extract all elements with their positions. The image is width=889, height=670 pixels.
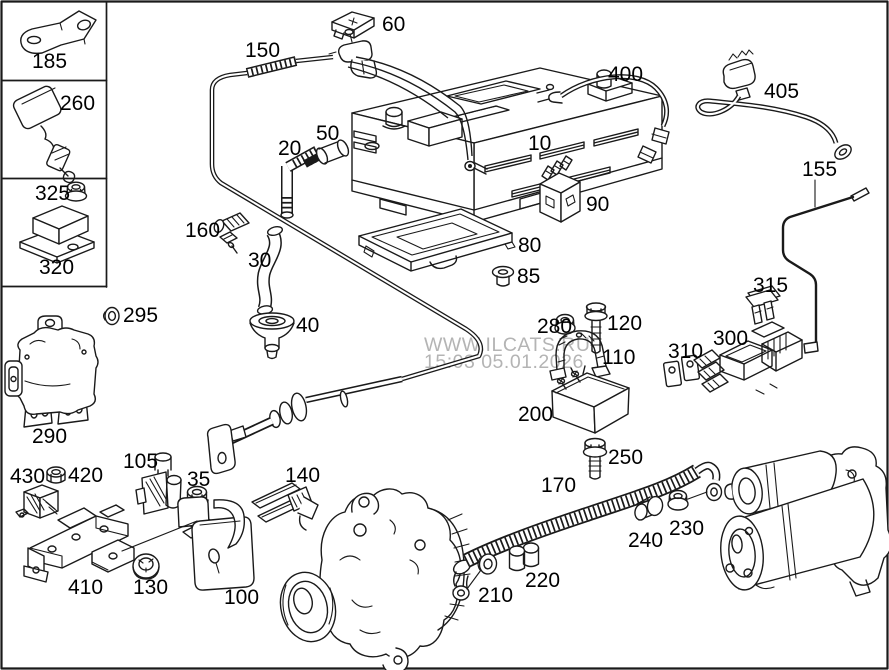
part-label-100: 100: [224, 586, 259, 609]
part-185-bracket: [20, 10, 97, 55]
part-260-sensor: [12, 85, 76, 184]
part-290-actuator: [4, 315, 99, 428]
part-label-310: 310: [668, 340, 703, 363]
part-label-220: 220: [525, 569, 560, 592]
part-label-20: 20: [278, 137, 301, 160]
part-label-120: 120: [607, 312, 642, 335]
part-80-tray: [358, 208, 516, 272]
part-label-185: 185: [32, 50, 67, 73]
part-325-nut: [64, 181, 88, 202]
part-label-400: 400: [608, 63, 643, 86]
part-140-connector: [251, 482, 319, 531]
part-420-nut: [46, 466, 66, 484]
part-label-105: 105: [123, 450, 158, 473]
part-label-430: 430: [10, 465, 45, 488]
part-90-relay: [539, 155, 581, 223]
part-240-bushing: [634, 495, 664, 521]
part-label-160: 160: [185, 219, 220, 242]
part-410-bracket: [23, 504, 135, 583]
part-label-280: 280: [537, 315, 572, 338]
part-label-200: 200: [518, 403, 553, 426]
part-label-60: 60: [382, 13, 405, 36]
part-label-30: 30: [248, 249, 271, 272]
part-label-320: 320: [39, 256, 74, 279]
part-130-nut: [121, 520, 198, 580]
part-label-240: 240: [628, 529, 663, 552]
part-20-elbow: [280, 146, 320, 219]
part-230-nut: [667, 489, 689, 511]
part-label-420: 420: [68, 464, 103, 487]
part-label-295: 295: [123, 304, 158, 327]
part-250-bolt: [582, 437, 608, 480]
watermark-line1: WWW.ILCATS.RU: [424, 334, 590, 356]
part-40-grommet: [249, 312, 295, 360]
part-120-bolt: [584, 302, 608, 354]
part-label-315: 315: [753, 274, 788, 297]
part-label-405: 405: [764, 80, 799, 103]
alternator-drawing: [279, 488, 471, 670]
part-10-battery: [351, 67, 663, 223]
part-label-155: 155: [802, 158, 837, 181]
part-105-sensor: [135, 452, 182, 515]
part-label-35: 35: [187, 468, 210, 491]
part-315-fuse: [745, 285, 781, 325]
part-60-cover: [331, 11, 375, 40]
watermark-line2: 15:03 05.01.2026: [424, 351, 584, 373]
part-label-80: 80: [518, 234, 541, 257]
part-150-battery-cable: [206, 28, 488, 475]
part-300-fuse-holder: [693, 321, 803, 395]
part-85-grommet: [491, 265, 515, 287]
part-label-110: 110: [602, 346, 635, 369]
part-430-block: [15, 484, 59, 519]
part-label-170: 170: [541, 474, 576, 497]
part-50-connector: [303, 139, 350, 168]
part-label-210: 210: [478, 584, 513, 607]
part-label-260: 260: [60, 92, 95, 115]
part-320-bracket: [19, 205, 95, 264]
part-170-strap: [452, 461, 723, 601]
part-label-50: 50: [316, 122, 339, 145]
part-200-box: [551, 370, 630, 434]
part-405-cable: [695, 49, 852, 160]
part-30-hose: [256, 225, 284, 315]
part-label-410: 410: [68, 576, 103, 599]
part-label-140: 140: [285, 464, 320, 487]
part-labels: 185 260 325 320 150 60 20 50 10 400 405 …: [10, 13, 837, 609]
part-label-130: 130: [133, 576, 168, 599]
part-label-150: 150: [245, 39, 280, 62]
part-295-nut: [102, 306, 120, 326]
part-label-325: 325: [35, 182, 70, 205]
part-label-290: 290: [32, 425, 67, 448]
part-label-300: 300: [713, 327, 748, 350]
part-280-nut: [554, 313, 576, 335]
part-155-wire: [781, 179, 870, 354]
part-label-230: 230: [669, 517, 704, 540]
part-160-clip: [213, 212, 250, 254]
part-label-90: 90: [586, 193, 609, 216]
inset-boxes: [1, 1, 108, 288]
part-label-40: 40: [296, 314, 319, 337]
watermark: WWW.ILCATS.RU 15:03 05.01.2026: [424, 334, 590, 373]
part-220-bushing: [508, 542, 540, 572]
part-label-250: 250: [608, 446, 643, 469]
part-label-85: 85: [517, 265, 540, 288]
starter-drawing: [720, 446, 889, 597]
part-400-cable: [536, 74, 670, 164]
part-100-coil: [177, 496, 255, 591]
part-210-washer: [477, 553, 498, 575]
part-label-10: 10: [528, 132, 551, 155]
